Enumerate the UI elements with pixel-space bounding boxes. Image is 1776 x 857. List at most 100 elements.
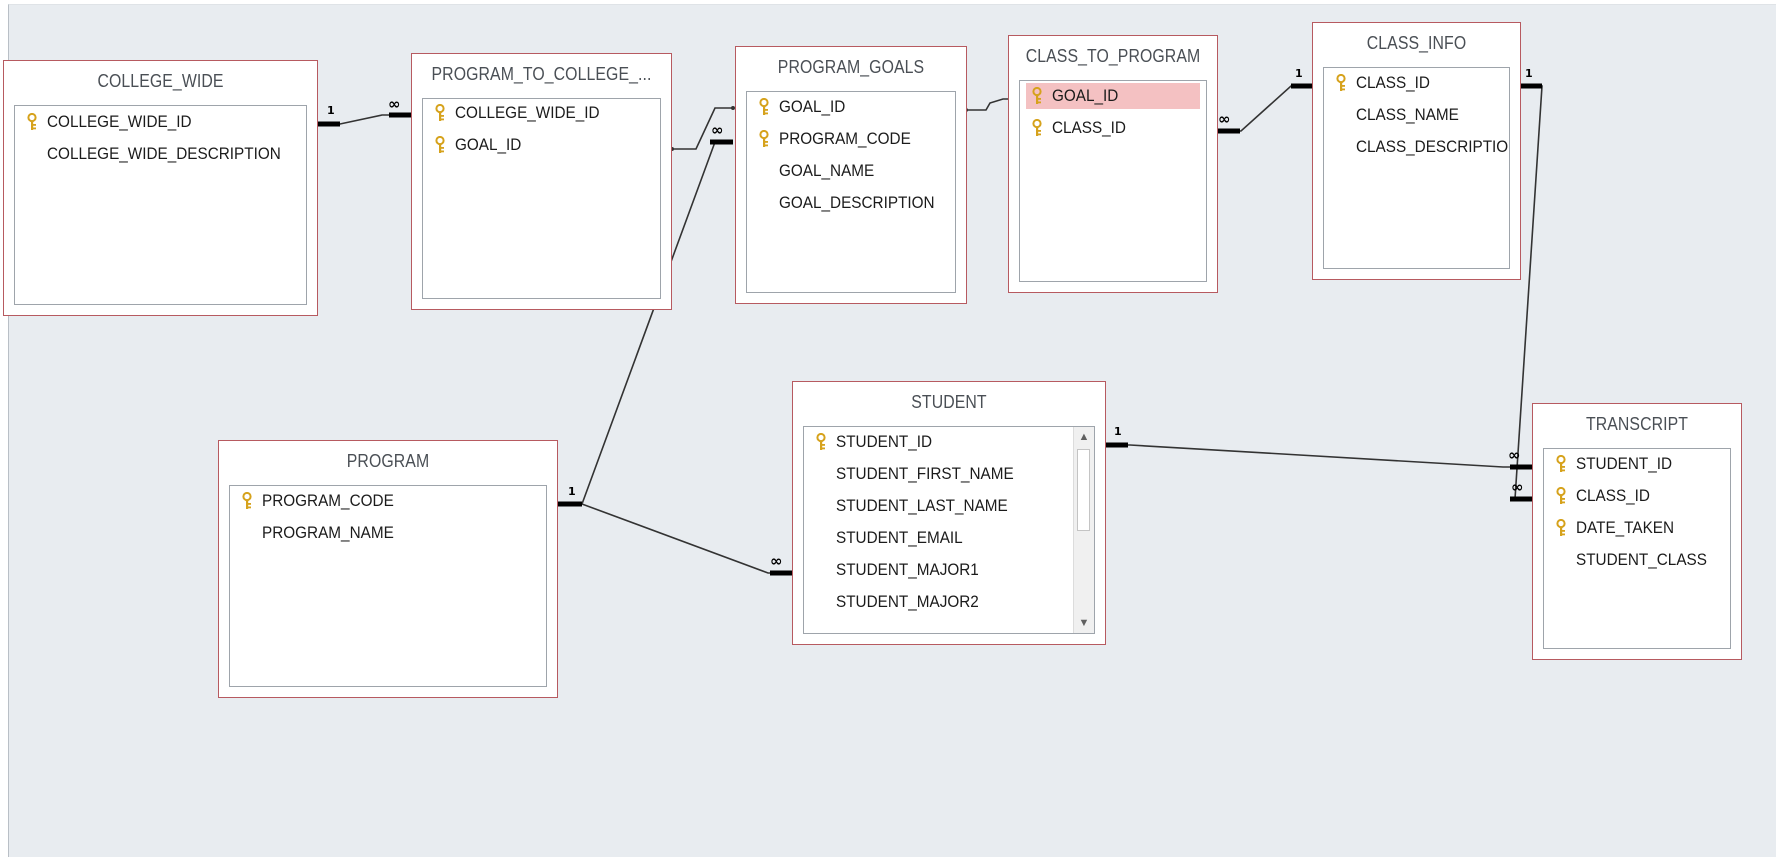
field-row[interactable]: STUDENT_CLASS (1550, 547, 1724, 573)
field-row[interactable]: STUDENT_FIRST_NAME (810, 461, 1066, 487)
field-list[interactable]: STUDENT_ID STUDENT_FIRST_NAME STUDENT_LA… (803, 426, 1095, 634)
field-list[interactable]: CLASS_ID CLASS_NAME CLASS_DESCRIPTIO (1323, 67, 1510, 269)
rel-line-program-student (558, 503, 792, 574)
field-row[interactable]: CLASS_DESCRIPTIO (1330, 134, 1508, 160)
field-name: GOAL_DESCRIPTION (779, 193, 935, 212)
field-name: PROGRAM_CODE (779, 129, 911, 148)
cardinality-many-label: ∞ (1511, 478, 1524, 496)
field-name: STUDENT_EMAIL (836, 528, 963, 547)
primary-key-icon (21, 111, 43, 133)
field-row[interactable]: STUDENT_ID (1550, 451, 1724, 477)
cardinality-many-label: ∞ (1218, 110, 1231, 128)
table-title[interactable]: CLASS_TO_PROGRAM (1025, 46, 1201, 66)
cardinality-many-label: ∞ (1508, 446, 1521, 464)
field-row[interactable]: STUDENT_MAJOR2 (810, 589, 1066, 615)
field-row[interactable]: PROGRAM_CODE (753, 126, 949, 152)
cardinality-one-label: 1 (327, 104, 335, 117)
field-row[interactable]: STUDENT_EMAIL (810, 525, 1066, 551)
primary-key-icon (429, 134, 451, 156)
primary-key-icon (1550, 485, 1572, 507)
field-row[interactable]: GOAL_DESCRIPTION (753, 190, 949, 216)
field-list[interactable]: GOAL_ID CLASS_ID (1019, 80, 1207, 282)
field-row[interactable]: GOAL_ID (429, 132, 654, 158)
table-title[interactable]: PROGRAM_TO_COLLEGE_... (431, 64, 652, 84)
field-row[interactable]: GOAL_NAME (753, 158, 949, 184)
rel-line-programgoals-classtoprogram (966, 98, 1010, 111)
cardinality-one-label: 1 (1525, 67, 1533, 80)
table-title[interactable]: PROGRAM (346, 451, 430, 471)
primary-key-icon (236, 490, 258, 512)
field-row[interactable]: CLASS_ID (1026, 115, 1200, 141)
field-list[interactable]: COLLEGE_WIDE_ID GOAL_ID (422, 98, 661, 299)
field-row[interactable]: STUDENT_MAJOR1 (810, 557, 1066, 583)
field-name: COLLEGE_WIDE_ID (455, 103, 600, 122)
primary-key-icon (810, 431, 832, 453)
scrollbar-thumb[interactable] (1077, 449, 1090, 531)
field-row[interactable]: PROGRAM_CODE (236, 488, 540, 514)
field-row[interactable]: CLASS_NAME (1330, 102, 1503, 128)
field-name: CLASS_ID (1052, 118, 1126, 137)
table-program-goals[interactable]: PROGRAM_GOALS GOAL_ID PROGRAM_CODE GOAL_… (735, 46, 967, 304)
field-name: CLASS_DESCRIPTIO (1356, 137, 1509, 156)
field-row[interactable]: COLLEGE_WIDE_ID (429, 100, 654, 126)
field-row[interactable]: CLASS_ID (1330, 70, 1503, 96)
cardinality-one-label: 1 (1114, 425, 1122, 438)
field-name: STUDENT_MAJOR1 (836, 560, 979, 579)
field-list[interactable]: STUDENT_ID CLASS_ID DATE_TAKEN STUDENT_C… (1543, 448, 1731, 649)
field-name: STUDENT_FIRST_NAME (836, 464, 1014, 483)
field-row[interactable]: PROGRAM_NAME (236, 520, 540, 546)
primary-key-icon (1330, 72, 1352, 94)
table-title[interactable]: COLLEGE_WIDE (97, 71, 224, 91)
field-name: STUDENT_ID (1576, 454, 1673, 473)
field-name: STUDENT_CLASS (1576, 550, 1707, 569)
field-name: GOAL_ID (455, 135, 522, 154)
field-name: STUDENT_MAJOR2 (836, 592, 979, 611)
field-row-selected[interactable]: GOAL_ID (1026, 83, 1200, 109)
table-title[interactable]: CLASS_INFO (1366, 33, 1467, 53)
table-program[interactable]: PROGRAM PROGRAM_CODE PROGRAM_NAME (218, 440, 558, 698)
table-class-to-program[interactable]: CLASS_TO_PROGRAM GOAL_ID CLASS_ID (1008, 35, 1218, 293)
field-name: COLLEGE_WIDE_ID (47, 112, 192, 131)
table-class-info[interactable]: CLASS_INFO CLASS_ID CLASS_NAME CLASS_DES… (1312, 22, 1521, 280)
cardinality-many-label: ∞ (711, 121, 724, 139)
rel-line-student-transcript (1106, 444, 1532, 468)
field-row[interactable]: CLASS_ID (1550, 483, 1724, 509)
table-student[interactable]: STUDENT STUDENT_ID STUDENT_FIRST_NAME ST… (792, 381, 1106, 645)
table-program-to-college[interactable]: PROGRAM_TO_COLLEGE_... COLLEGE_WIDE_ID G… (411, 53, 672, 310)
vertical-scrollbar[interactable]: ▲ ▼ (1073, 427, 1094, 633)
field-name: PROGRAM_CODE (262, 491, 394, 510)
field-row[interactable]: COLLEGE_WIDE_ID (21, 109, 300, 135)
field-name: GOAL_NAME (779, 161, 875, 180)
table-title[interactable]: PROGRAM_GOALS (777, 57, 925, 77)
field-list[interactable]: GOAL_ID PROGRAM_CODE GOAL_NAME GOAL_DESC… (746, 91, 956, 293)
field-name: COLLEGE_WIDE_DESCRIPTION (47, 144, 281, 163)
primary-key-icon (1026, 117, 1048, 139)
field-name: CLASS_ID (1576, 486, 1650, 505)
table-title[interactable]: TRANSCRIPT (1585, 414, 1689, 434)
table-college-wide[interactable]: COLLEGE_WIDE COLLEGE_WIDE_ID COLLEGE_WID… (3, 60, 318, 316)
field-row[interactable]: COLLEGE_WIDE_DESCRIPTION (21, 141, 300, 167)
field-row[interactable]: STUDENT_LAST_NAME (810, 493, 1066, 519)
cardinality-one-label: 1 (568, 485, 576, 498)
field-name: GOAL_ID (1052, 86, 1119, 105)
cardinality-many-label: ∞ (388, 95, 401, 113)
field-name: DATE_TAKEN (1576, 518, 1675, 537)
primary-key-icon (753, 128, 775, 150)
field-list[interactable]: PROGRAM_CODE PROGRAM_NAME (229, 485, 547, 687)
primary-key-icon (1026, 85, 1048, 107)
scroll-down-arrow-icon[interactable]: ▼ (1078, 617, 1090, 629)
field-list[interactable]: COLLEGE_WIDE_ID COLLEGE_WIDE_DESCRIPTION (14, 105, 307, 305)
rel-line-classinfo-classtoprogram (1218, 85, 1312, 132)
field-row[interactable]: STUDENT_ID (810, 429, 1066, 455)
field-row[interactable]: DATE_TAKEN (1550, 515, 1724, 541)
cardinality-many-label: ∞ (770, 552, 783, 570)
rel-end-dot (731, 106, 735, 110)
field-name: STUDENT_ID (836, 432, 933, 451)
field-name: GOAL_ID (779, 97, 846, 116)
field-row[interactable]: GOAL_ID (753, 94, 949, 120)
cardinality-one-label: 1 (1295, 67, 1303, 80)
table-transcript[interactable]: TRANSCRIPT STUDENT_ID CLASS_ID DATE_TAKE… (1532, 403, 1742, 660)
scroll-up-arrow-icon[interactable]: ▲ (1078, 431, 1090, 443)
table-title[interactable]: STUDENT (911, 392, 987, 412)
